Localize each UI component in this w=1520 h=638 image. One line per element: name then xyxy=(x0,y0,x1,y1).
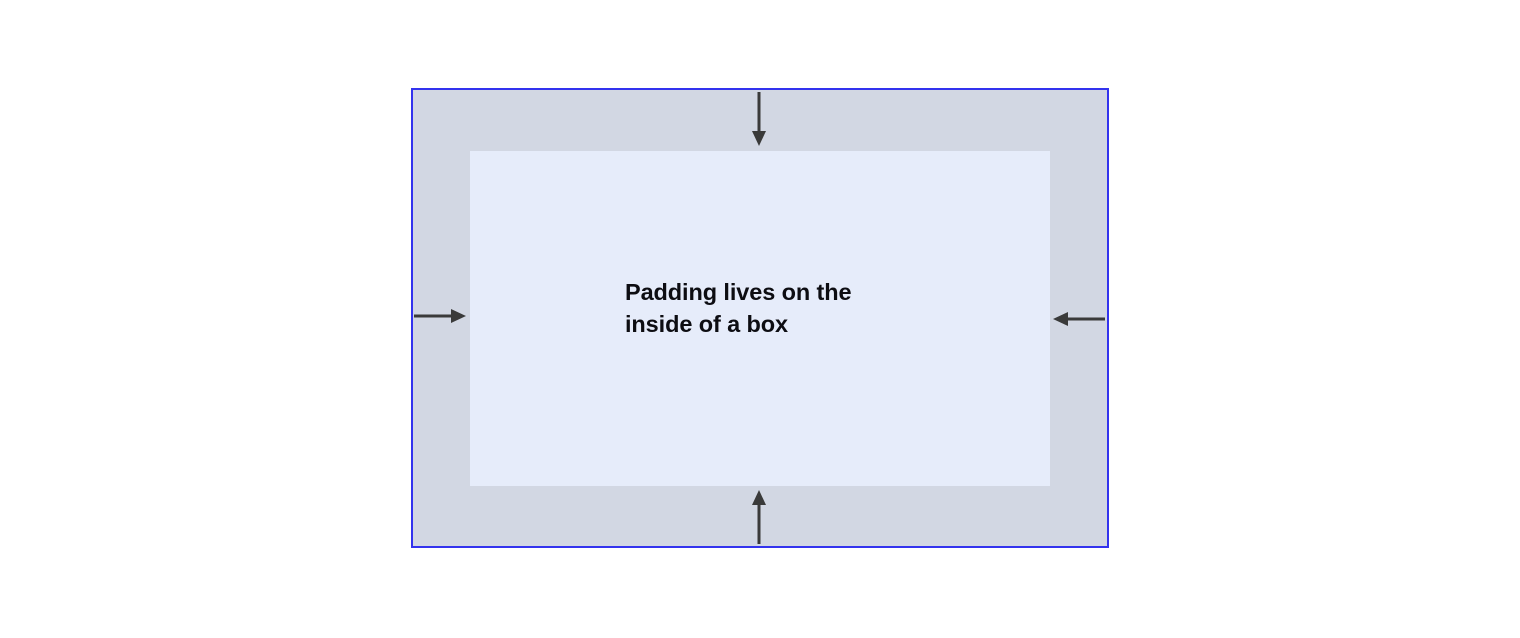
content-box: Padding lives on the inside of a box xyxy=(470,151,1050,486)
content-box-label: Padding lives on the inside of a box xyxy=(625,279,852,337)
padding-arrow-top-icon xyxy=(752,92,766,146)
padding-arrow-left-icon xyxy=(414,309,466,323)
padding-arrow-bottom-icon xyxy=(752,490,766,544)
padding-box: Padding lives on the inside of a box xyxy=(411,88,1109,548)
padding-arrow-right-icon xyxy=(1053,312,1105,326)
